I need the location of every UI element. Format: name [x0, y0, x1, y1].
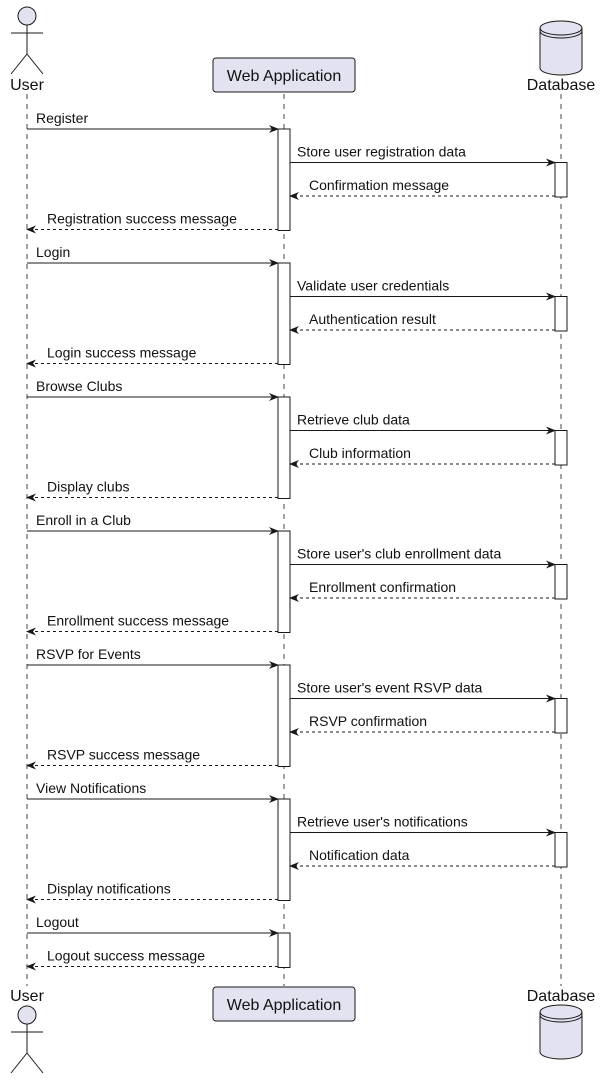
- message-rsvp-for-events: RSVP for Events: [27, 646, 279, 669]
- message-label: Display clubs: [47, 479, 129, 495]
- activation-bar-db: [554, 162, 568, 198]
- message-label: Retrieve club data: [297, 412, 410, 428]
- message-label: Club information: [309, 445, 411, 461]
- message-label: Registration success message: [47, 211, 237, 227]
- activation-bar-web: [277, 798, 291, 901]
- message-label: Register: [36, 110, 88, 126]
- activation-bar-web: [277, 128, 291, 231]
- participant-web-application-bottom: Web Application: [212, 986, 356, 1022]
- actor-icon: [10, 1005, 44, 1074]
- participant-web-application-top: Web Application: [212, 57, 356, 93]
- message-label: RSVP success message: [47, 747, 200, 763]
- message-label: Logout: [36, 914, 79, 930]
- message-authentication-result: Authentication result: [289, 311, 555, 334]
- message-validate-user-credentials: Validate user credentials: [290, 278, 556, 301]
- participant-user-bottom: User: [10, 988, 45, 1074]
- database-icon: [539, 20, 583, 76]
- message-browse-clubs: Browse Clubs: [27, 378, 279, 401]
- message-enroll-in-a-club: Enroll in a Club: [27, 512, 279, 535]
- message-label: Enrollment confirmation: [309, 579, 456, 595]
- participant-label: User: [10, 77, 44, 94]
- message-login: Login: [27, 244, 279, 267]
- activation-bar-web: [277, 932, 291, 968]
- message-confirmation-message: Confirmation message: [289, 177, 555, 200]
- participant-label: Database: [527, 988, 596, 1005]
- message-retrieve-user-s-notifications: Retrieve user's notifications: [290, 814, 556, 837]
- activation-bar-db: [554, 430, 568, 466]
- activation-bar-web: [277, 262, 291, 365]
- activation-bar-web: [277, 396, 291, 499]
- message-label: Store user's club enrollment data: [297, 546, 501, 562]
- message-enrollment-confirmation: Enrollment confirmation: [289, 579, 555, 602]
- message-store-user-registration-data: Store user registration data: [290, 144, 556, 167]
- message-registration-success-message: Registration success message: [26, 211, 278, 234]
- message-label: Logout success message: [47, 948, 205, 964]
- activation-bar-db: [554, 832, 568, 868]
- message-label: Confirmation message: [309, 177, 449, 193]
- database-icon: [539, 1004, 583, 1060]
- message-label: Authentication result: [309, 311, 436, 327]
- message-label: Notification data: [309, 847, 410, 863]
- participant-label: Database: [527, 77, 596, 94]
- message-display-notifications: Display notifications: [26, 881, 278, 904]
- message-label: RSVP confirmation: [309, 713, 427, 729]
- message-notification-data: Notification data: [289, 847, 555, 870]
- actor-icon: [10, 6, 44, 75]
- message-label: Display notifications: [47, 881, 171, 897]
- message-label: Store user's event RSVP data: [297, 680, 483, 696]
- message-store-user-s-event-rsvp-data: Store user's event RSVP data: [290, 680, 556, 703]
- participant-db-top: Database: [527, 20, 596, 94]
- message-label: Enroll in a Club: [36, 512, 131, 528]
- activation-bar-web: [277, 664, 291, 767]
- activation-bar-db: [554, 698, 568, 734]
- message-label: Enrollment success message: [47, 613, 229, 629]
- message-label: Login success message: [47, 345, 197, 361]
- message-store-user-s-club-enrollment-data: Store user's club enrollment data: [290, 546, 556, 569]
- message-label: Validate user credentials: [297, 278, 449, 294]
- message-label: RSVP for Events: [36, 646, 141, 662]
- message-logout: Logout: [27, 914, 279, 937]
- message-logout-success-message: Logout success message: [26, 948, 278, 971]
- message-display-clubs: Display clubs: [26, 479, 278, 502]
- message-label: Browse Clubs: [36, 378, 122, 394]
- message-rsvp-confirmation: RSVP confirmation: [289, 713, 555, 736]
- activation-bar-web: [277, 530, 291, 633]
- participant-web-top: Web Application: [212, 57, 356, 93]
- message-login-success-message: Login success message: [26, 345, 278, 368]
- message-label: Store user registration data: [297, 144, 466, 160]
- participant-label: Web Application: [227, 997, 341, 1014]
- activation-bar-db: [554, 296, 568, 332]
- participant-label: Web Application: [227, 68, 341, 85]
- message-club-information: Club information: [289, 445, 555, 468]
- message-enrollment-success-message: Enrollment success message: [26, 613, 278, 636]
- participant-label: User: [10, 988, 44, 1005]
- message-label: Retrieve user's notifications: [297, 814, 468, 830]
- participant-web-bottom: Web Application: [212, 986, 356, 1022]
- activation-bar-db: [554, 564, 568, 600]
- message-view-notifications: View Notifications: [27, 780, 279, 803]
- participant-user-top: User: [10, 6, 45, 94]
- message-register: Register: [27, 110, 279, 133]
- message-rsvp-success-message: RSVP success message: [26, 747, 278, 770]
- message-label: View Notifications: [36, 780, 146, 796]
- message-label: Login: [36, 244, 70, 260]
- message-retrieve-club-data: Retrieve club data: [290, 412, 556, 435]
- participant-db-bottom: Database: [527, 988, 596, 1060]
